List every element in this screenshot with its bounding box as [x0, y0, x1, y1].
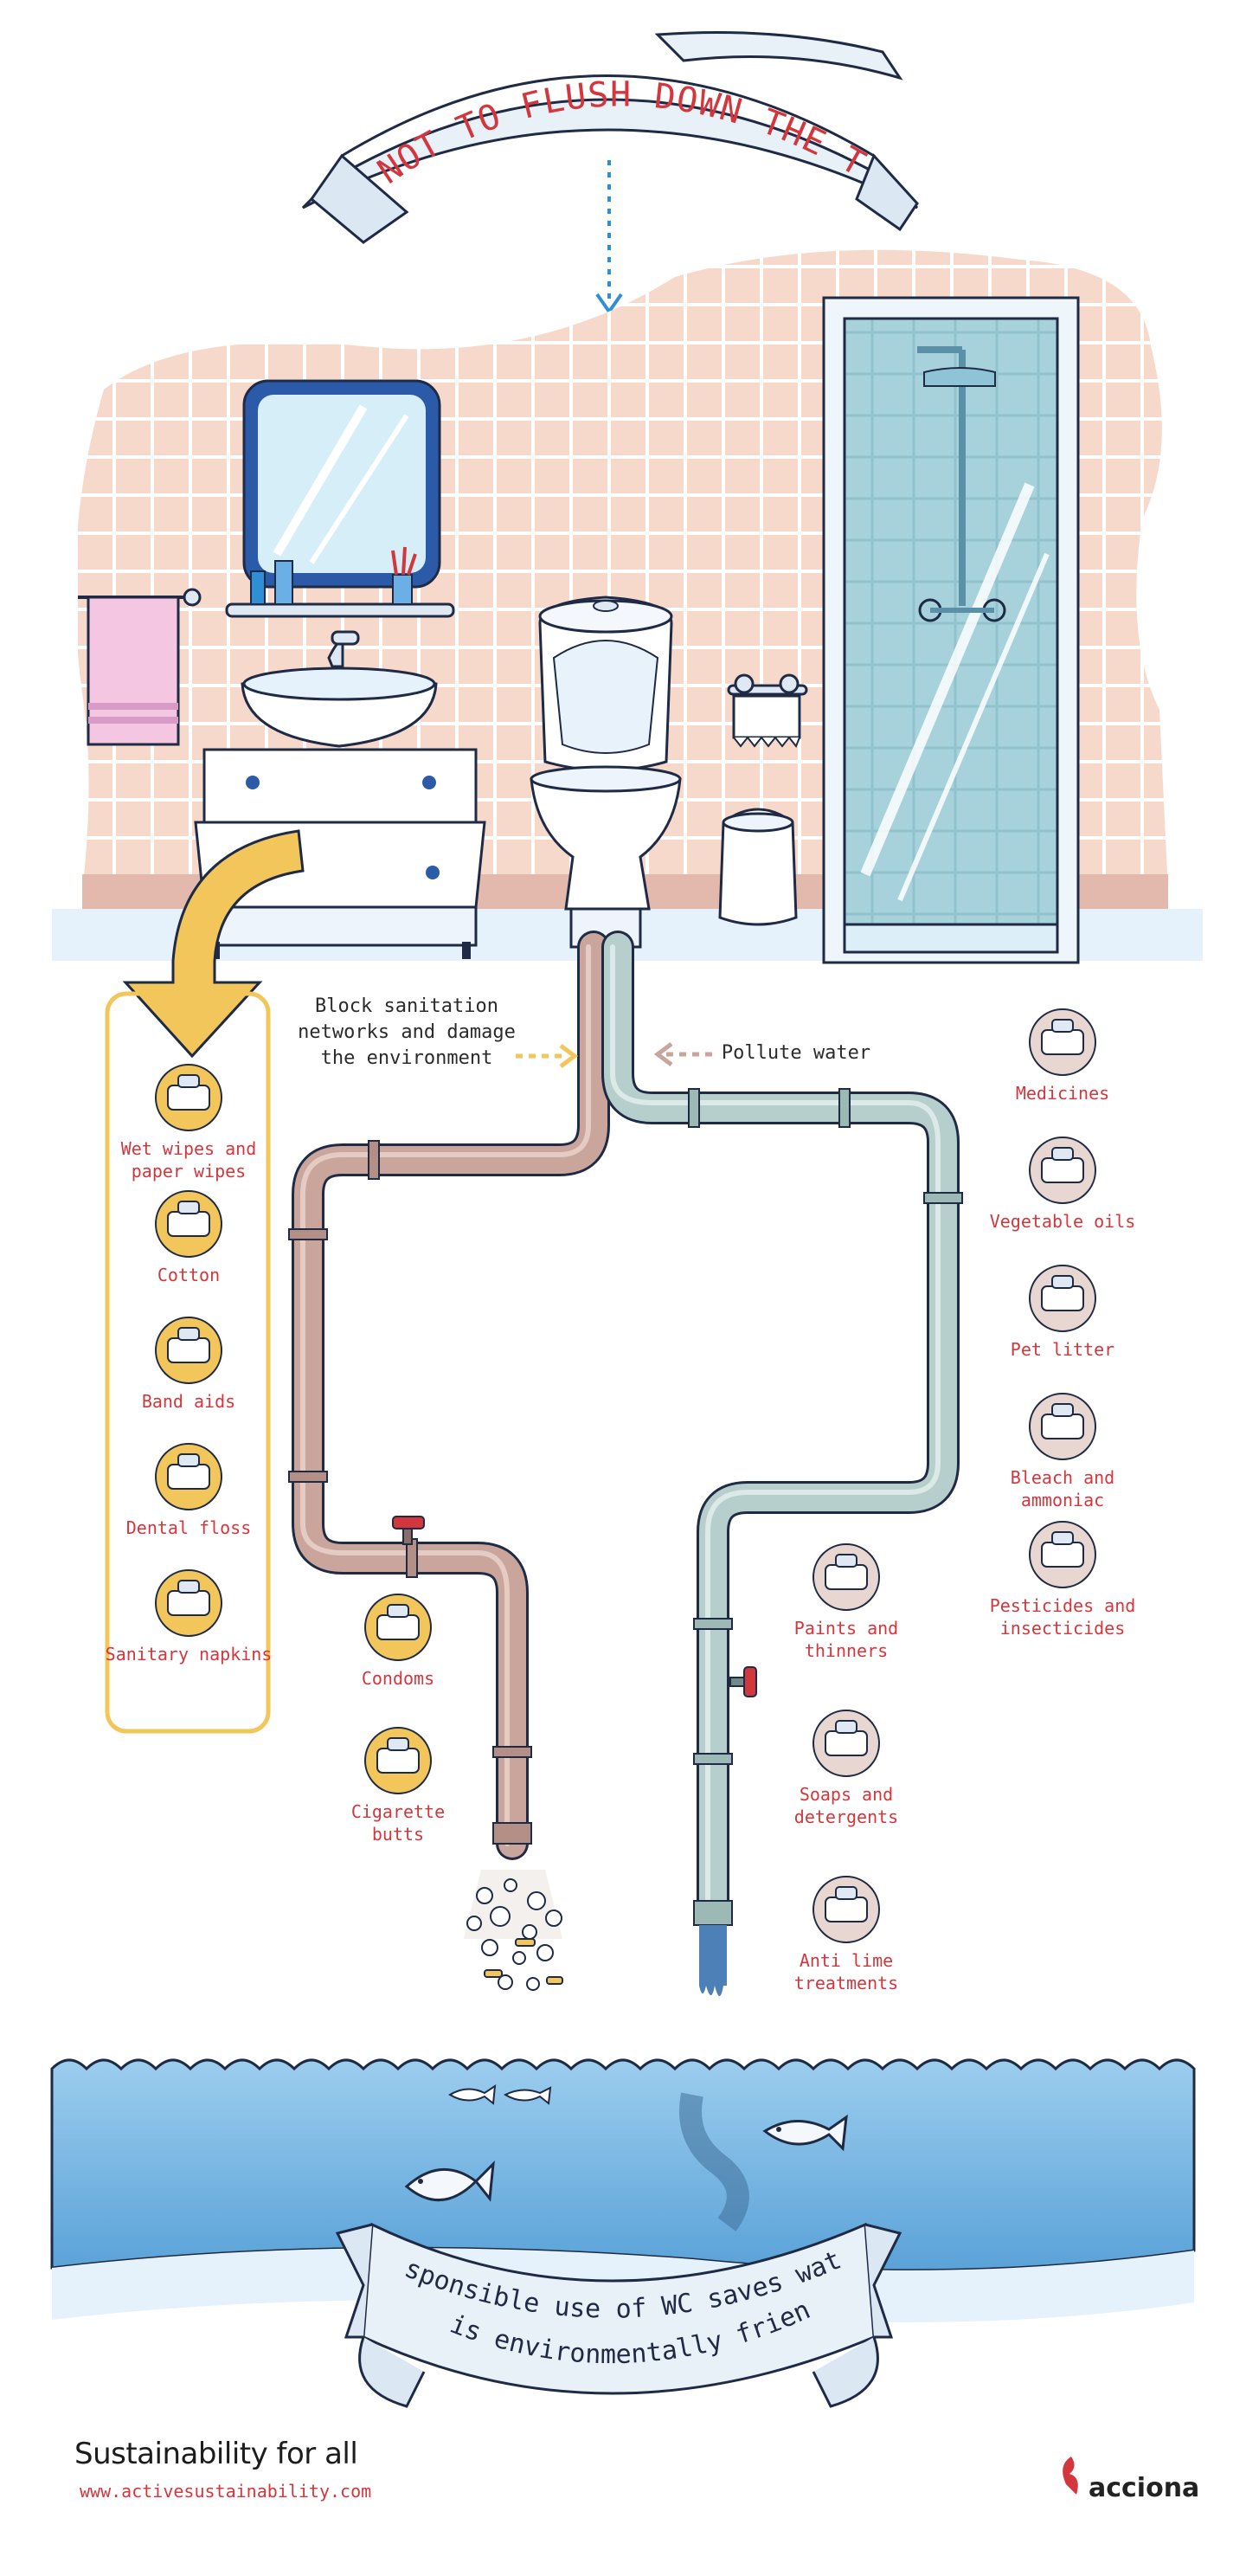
fish-icon — [404, 2160, 495, 2202]
item-label: Vegetable oils — [967, 1210, 1158, 1233]
condom-icon — [364, 1594, 432, 1661]
fish-icon — [762, 2114, 848, 2152]
item-label: Sanitary napkins — [93, 1643, 284, 1665]
mirror — [242, 379, 441, 589]
wet-wipes-icon — [155, 1064, 222, 1131]
shower-cabin — [822, 296, 1080, 964]
acciona-brand: acciona — [1089, 2473, 1200, 2503]
sink — [241, 630, 438, 748]
title-banner: WHAT NOT TO FLUSH DOWN THE TOILET — [0, 0, 919, 244]
bottle-icon — [274, 560, 293, 605]
paint-can-icon — [812, 1543, 880, 1611]
cotton-icon — [155, 1190, 222, 1258]
item-label: Cotton — [93, 1264, 284, 1286]
debris-spill — [464, 1870, 563, 1991]
item-label-line: Pet litter — [1010, 1339, 1115, 1360]
item-label-line: paper wipes — [131, 1161, 247, 1182]
bottle-icon — [250, 570, 266, 605]
item-label-line: Wet wipes and — [120, 1138, 257, 1159]
item-label-line: Bleach and — [1010, 1467, 1115, 1488]
item-label-line: thinners — [804, 1640, 889, 1661]
item-label-line: treatments — [793, 1973, 899, 1993]
dental-floss-icon — [155, 1443, 222, 1510]
block-items-panel — [105, 991, 271, 1734]
pesticide-bottle-icon — [1029, 1521, 1096, 1588]
bleach-bottle-icon — [1029, 1393, 1096, 1460]
footer-title: Sustainability for all — [74, 2437, 358, 2471]
oil-bottle-icon — [1029, 1137, 1096, 1204]
towel — [78, 588, 202, 746]
item-label-line: Pesticides and — [989, 1595, 1136, 1616]
item-label-line: Anti lime — [799, 1950, 894, 1971]
item-label-line: detergents — [793, 1806, 899, 1827]
item-label-line: Band aids — [141, 1391, 236, 1412]
item-label-line: Condoms — [361, 1668, 435, 1689]
pollute-pipe-valve — [729, 1666, 757, 1697]
footer-url[interactable]: www.activesustainability.com — [80, 2481, 372, 2502]
block-flow-arrowhead — [559, 1044, 579, 1068]
item-label-line: butts — [371, 1824, 425, 1845]
block-pipe-valve — [392, 1516, 425, 1545]
item-label-line: ammoniac — [1020, 1490, 1105, 1510]
dead-fish-icon — [448, 2083, 552, 2105]
item-label-line: insecticides — [999, 1618, 1126, 1639]
item-label: Condoms — [303, 1667, 493, 1690]
item-label-line: Dental floss — [125, 1517, 252, 1538]
waste-bin — [718, 808, 798, 926]
block-pipe — [292, 931, 610, 1860]
pollute-pipe — [601, 931, 960, 1929]
pollute-pipe-joints — [688, 1088, 963, 1926]
block-flow-label: Block sanitation networks and damage the… — [298, 995, 516, 1069]
item-label: Band aids — [93, 1390, 284, 1413]
toothbrush-cup-icon — [392, 574, 413, 605]
band-aid-icon — [155, 1317, 222, 1384]
acciona-logo-icon — [1063, 2457, 1078, 2495]
pet-litter-icon — [1029, 1265, 1096, 1332]
medicine-pills-icon — [1029, 1008, 1096, 1076]
toilet — [530, 596, 682, 949]
pollute-flow-label: Pollute water — [721, 1042, 871, 1064]
sanitary-napkin-icon — [155, 1569, 222, 1637]
title-text: WHAT NOT TO FLUSH DOWN THE TOILET — [0, 0, 872, 192]
pollute-flow-arrowhead — [653, 1042, 673, 1066]
item-label: Medicines — [967, 1082, 1158, 1104]
polluted-water-flow — [699, 1925, 727, 1996]
anti-lime-icon — [812, 1876, 880, 1943]
item-label-line: Cotton — [157, 1265, 221, 1285]
item-label: Pet litter — [967, 1338, 1158, 1361]
item-label-line: Medicines — [1015, 1083, 1110, 1104]
toilet-paper-holder — [727, 673, 808, 748]
soap-icon — [812, 1710, 880, 1777]
item-label-line: Vegetable oils — [989, 1211, 1136, 1232]
item-label-line: Cigarette — [350, 1801, 446, 1822]
cigarette-butt-icon — [364, 1727, 432, 1794]
shelf — [225, 602, 455, 618]
item-label-line: Soaps and — [799, 1784, 894, 1805]
drawer-arrow — [122, 829, 305, 1059]
item-label: Dental floss — [93, 1517, 284, 1539]
item-label-line: Sanitary napkins — [105, 1644, 273, 1665]
block-pipe-joints — [288, 1140, 532, 1845]
item-label-line: Paints and — [793, 1618, 899, 1639]
